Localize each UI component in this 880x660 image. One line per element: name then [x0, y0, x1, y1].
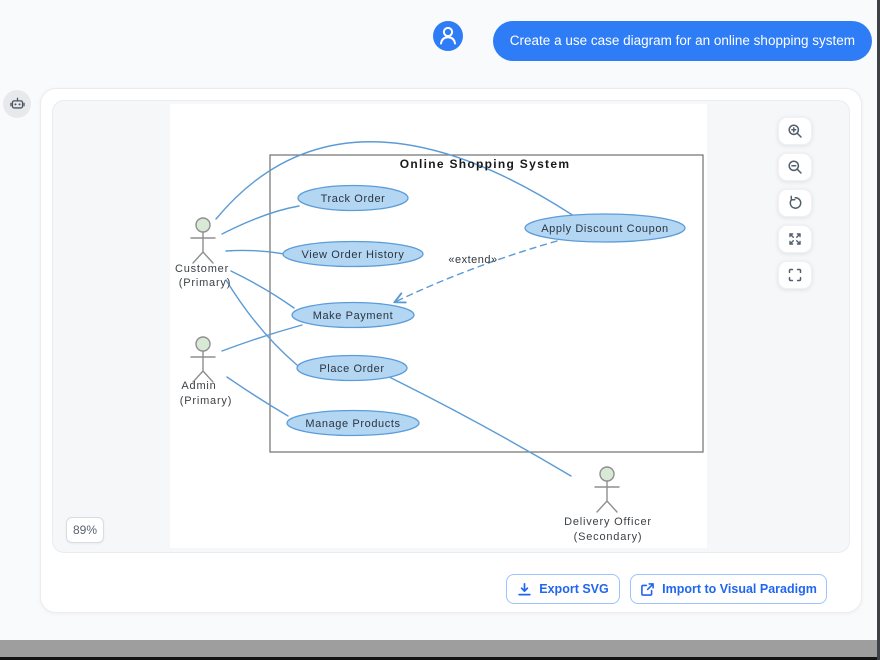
- assoc-place-order-delivery-officer: [380, 372, 572, 477]
- bottom-edge: [0, 657, 880, 660]
- chat-user-message: Create a use case diagram for an online …: [492, 21, 872, 61]
- assoc-customer-place-order: [225, 279, 298, 366]
- actor-customer-role: (Primary): [179, 277, 231, 289]
- bot-avatar: [3, 90, 31, 118]
- assoc-customer-make-payment: [230, 270, 295, 309]
- zoom-out-button[interactable]: [778, 153, 812, 181]
- actor-delivery-name: Delivery Officer: [564, 516, 652, 528]
- diagram-canvas[interactable]: Track Order View Order History Apply Dis…: [170, 104, 707, 548]
- use-case-nodes: Track Order View Order History Apply Dis…: [282, 184, 686, 437]
- assoc-admin-manage-products: [226, 376, 289, 417]
- fullscreen-button[interactable]: [778, 261, 812, 289]
- reset-view-button[interactable]: [778, 189, 812, 217]
- stick-figure-icon: [190, 336, 216, 383]
- usecase-manage-products-label: Manage Products: [305, 418, 400, 430]
- external-link-icon: [641, 582, 655, 596]
- actor-customer-name: Customer: [175, 263, 229, 275]
- taskbar: [0, 640, 880, 657]
- actor-customer: Customer (Primary): [175, 217, 231, 289]
- actor-admin-role: (Primary): [180, 395, 232, 407]
- expand-arrows-icon: [789, 233, 801, 245]
- use-case-diagram: Track Order View Order History Apply Dis…: [175, 141, 704, 543]
- actor-admin-name: Admin: [181, 380, 216, 392]
- assoc-admin-make-payment: [221, 324, 303, 352]
- stick-figure-icon: [594, 466, 620, 513]
- system-title: Online Shopping System: [400, 157, 571, 171]
- usecase-apply-discount-coupon-label: Apply Discount Coupon: [541, 223, 669, 235]
- fullscreen-brackets-icon: [788, 268, 802, 282]
- viewer-toolbar: [778, 117, 812, 289]
- usecase-place-order: [296, 354, 408, 382]
- import-visual-paradigm-button[interactable]: Import to Visual Paradigm: [630, 574, 827, 604]
- zoom-level-badge: 89%: [66, 517, 104, 543]
- usecase-manage-products: [286, 409, 420, 437]
- zoom-in-button[interactable]: [778, 117, 812, 145]
- assoc-customer-view-order-history: [225, 249, 285, 255]
- actor-delivery-role: (Secondary): [574, 531, 643, 543]
- assoc-customer-track-order: [221, 205, 300, 235]
- export-svg-button[interactable]: Export SVG: [506, 574, 620, 604]
- usecase-view-order-history-label: View Order History: [302, 249, 405, 261]
- download-icon: [518, 582, 531, 595]
- expand-view-button[interactable]: [778, 225, 812, 253]
- usecase-place-order-label: Place Order: [319, 363, 384, 375]
- association-lines: [215, 141, 575, 477]
- robot-icon: [9, 97, 25, 109]
- usecase-make-payment-label: Make Payment: [313, 310, 394, 322]
- extend-label: «extend»: [448, 254, 497, 266]
- user-avatar: [433, 21, 463, 51]
- usecase-make-payment: [291, 301, 415, 329]
- assoc-customer-apply-discount-coupon: [215, 141, 575, 220]
- usecase-view-order-history: [282, 240, 424, 268]
- person-icon: [440, 26, 456, 45]
- right-edge: [877, 0, 880, 660]
- usecase-track-order-label: Track Order: [321, 193, 386, 205]
- rotate-ccw-icon: [789, 195, 802, 209]
- zoom-out-icon: [788, 160, 802, 174]
- usecase-apply-discount-coupon: [524, 213, 686, 243]
- export-svg-label: Export SVG: [539, 582, 609, 596]
- actor-admin: Admin (Primary): [180, 336, 232, 407]
- stick-figure-icon: [190, 217, 216, 264]
- zoom-in-icon: [788, 124, 802, 138]
- extend-dashed-arrow: [395, 240, 558, 302]
- usecase-track-order: [297, 184, 409, 212]
- actor-delivery-officer: Delivery Officer (Secondary): [564, 466, 652, 543]
- import-visual-paradigm-label: Import to Visual Paradigm: [662, 582, 817, 596]
